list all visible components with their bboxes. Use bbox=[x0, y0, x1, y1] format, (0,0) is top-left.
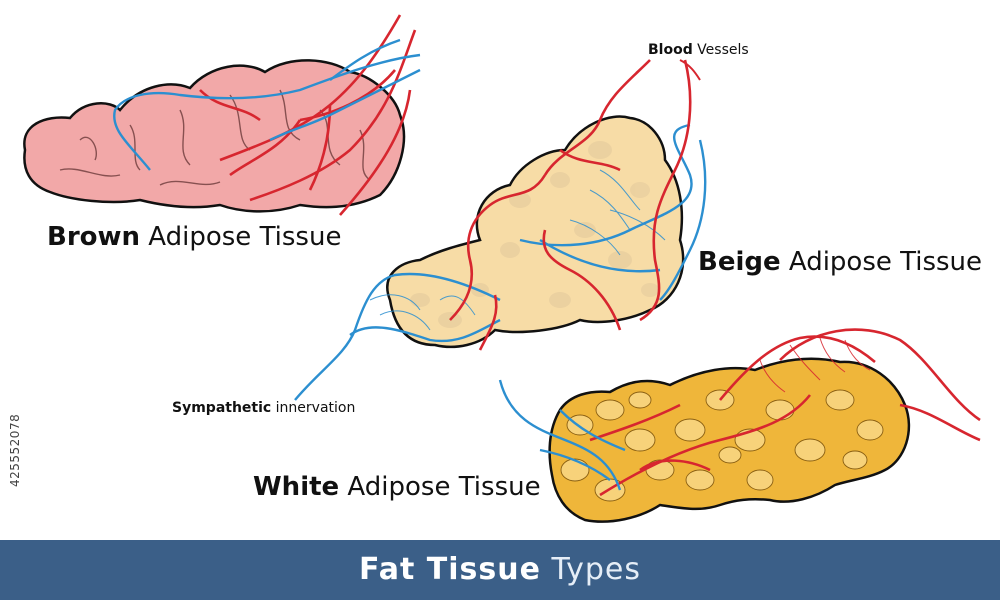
beige-tissue-lobules bbox=[410, 141, 659, 328]
brown-nerves bbox=[113, 38, 421, 171]
beige-tissue-body bbox=[386, 115, 685, 349]
blood-vessels-label: Blood Vessels bbox=[648, 42, 749, 58]
sympathetic-innervation-label: Sympathetic innervation bbox=[172, 400, 355, 416]
banner-title-rest: Types bbox=[540, 552, 641, 587]
stock-image-id: 425552078 bbox=[8, 413, 22, 487]
beige-tissue-label-strong: Beige bbox=[698, 247, 781, 277]
brown-tissue-body bbox=[23, 59, 406, 213]
white-tissue-lobules bbox=[560, 389, 884, 502]
beige-tissue-label: Beige Adipose Tissue bbox=[698, 247, 982, 277]
title-banner: Fat Tissue Types bbox=[0, 540, 1000, 600]
white-tissue-label: White Adipose Tissue bbox=[253, 472, 541, 502]
beige-adipose-tissue-illustration bbox=[294, 59, 707, 401]
brown-adipose-tissue-illustration bbox=[23, 14, 421, 216]
sympathetic-label-strong: Sympathetic bbox=[172, 400, 272, 416]
white-adipose-tissue-illustration bbox=[498, 328, 981, 523]
beige-nerve-fibers bbox=[369, 169, 666, 331]
sympathetic-label-rest: innervation bbox=[271, 400, 356, 416]
white-blood-vessel-fibers bbox=[759, 337, 871, 393]
blood-vessels-label-strong: Blood bbox=[648, 42, 693, 58]
blood-vessels-leader bbox=[679, 59, 701, 81]
white-nerves bbox=[498, 379, 626, 491]
banner-title-strong: Fat Tissue bbox=[358, 552, 541, 587]
white-tissue-label-strong: White bbox=[253, 472, 340, 502]
brown-tissue-label: Brown Adipose Tissue bbox=[47, 222, 341, 252]
white-tissue-label-rest: Adipose Tissue bbox=[339, 472, 541, 502]
blood-vessels-label-rest: Vessels bbox=[692, 42, 749, 58]
leader-lines bbox=[679, 59, 701, 81]
brown-tissue-label-rest: Adipose Tissue bbox=[140, 222, 342, 252]
brown-tissue-label-strong: Brown bbox=[47, 222, 141, 252]
beige-blood-vessels bbox=[449, 59, 692, 351]
beige-nerves bbox=[294, 123, 707, 401]
beige-tissue-label-rest: Adipose Tissue bbox=[780, 247, 983, 277]
